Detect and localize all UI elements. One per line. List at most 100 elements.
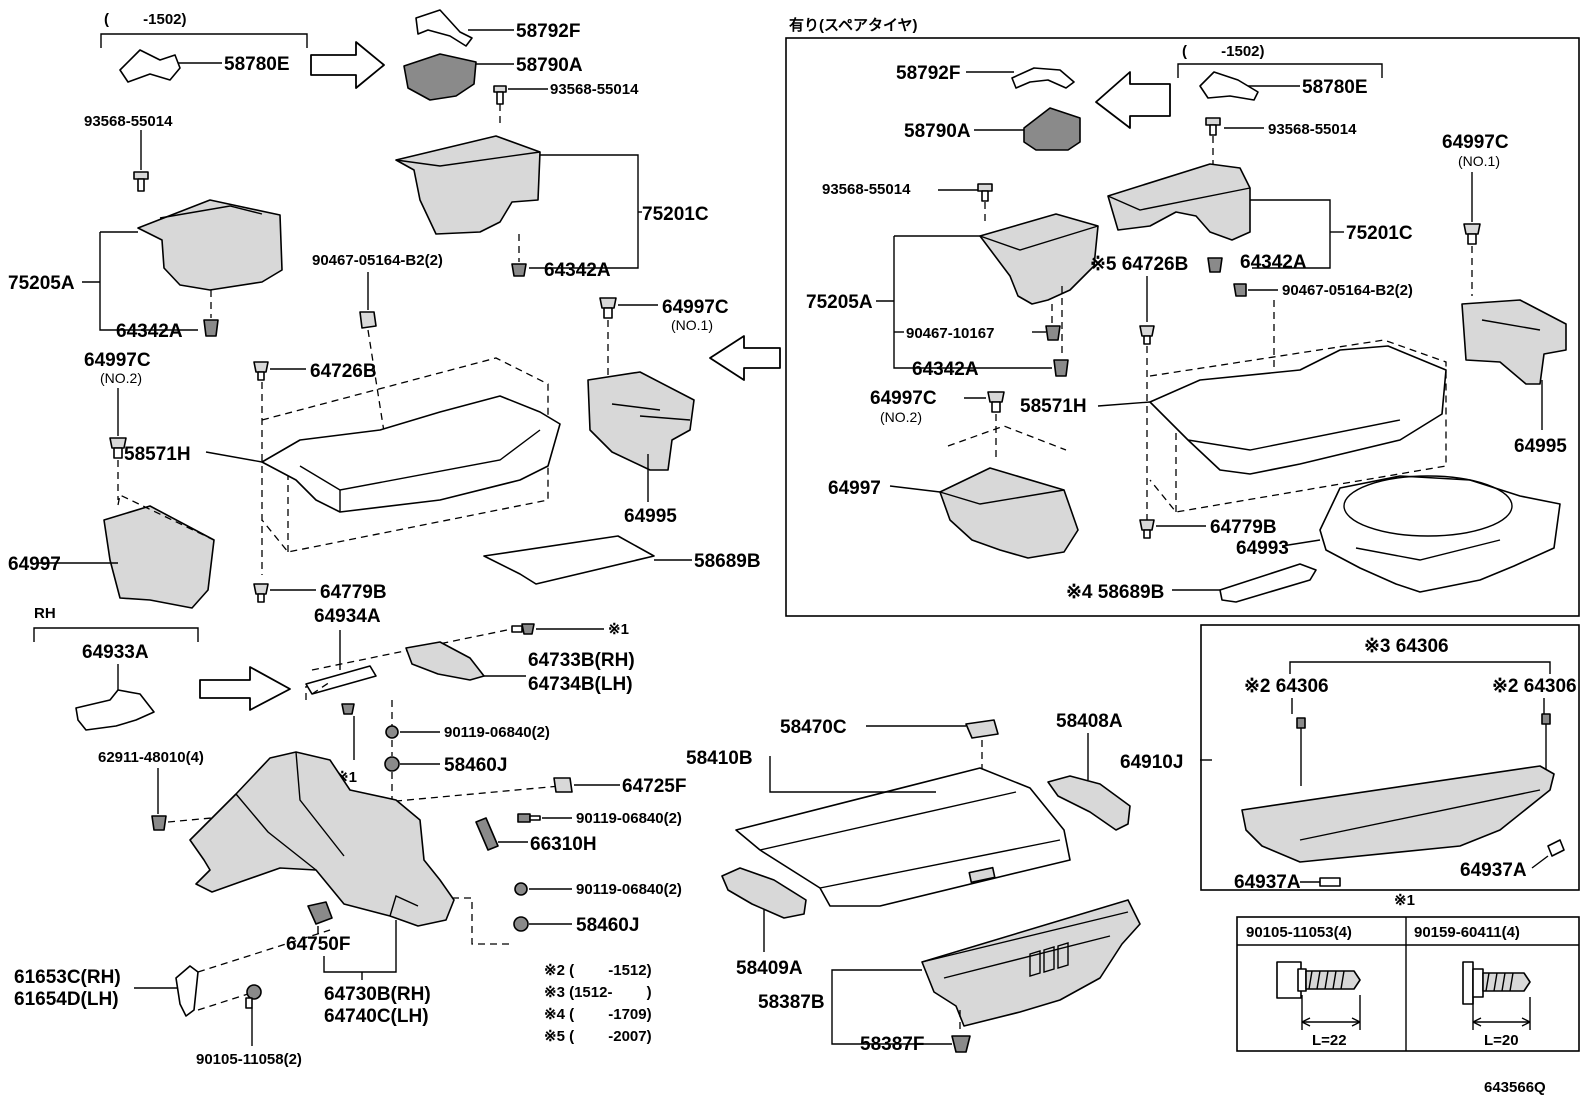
clip-64726B-spare-icon	[1139, 325, 1155, 345]
part-58410B	[735, 767, 1071, 907]
label-93568-left: 93568-55014	[84, 113, 173, 130]
bolt-90159-length: L=20	[1484, 1032, 1519, 1049]
label-64997-spare: 64997	[828, 478, 881, 499]
part-58780E-spare	[1199, 71, 1259, 101]
part-58689B-spare	[1219, 563, 1317, 603]
label-58790A-spare: 58790A	[904, 121, 971, 142]
clip-64937A-left-icon	[1319, 877, 1341, 887]
clip-64725F-icon	[553, 777, 573, 793]
label-64997-left: 64997	[8, 554, 61, 575]
label-58460J-b: 58460J	[576, 915, 639, 936]
label-rh: RH	[34, 605, 56, 622]
cover-frame	[1200, 624, 1580, 891]
clip-90467-spare-icon	[1233, 283, 1247, 297]
clip-62911-icon	[151, 815, 167, 831]
clip-64342A-top-icon	[511, 263, 527, 277]
screw-93568-left-icon	[133, 171, 149, 192]
arrow-right-rh	[199, 666, 291, 711]
part-64993	[1319, 475, 1561, 593]
label-90467-spare: 90467-05164-B2(2)	[1282, 282, 1413, 299]
note-x3: ※3 (1512- )	[544, 984, 652, 1001]
clip-64997C-no2-icon	[109, 437, 127, 459]
label-58571H-left: 58571H	[124, 444, 191, 465]
arrow-left-spare	[1095, 71, 1171, 129]
label-64997C-no2: 64997C	[84, 350, 151, 371]
label-58689B-left: 58689B	[694, 551, 761, 572]
screw-93568-top-icon	[493, 85, 507, 105]
label-64997C-no1: 64997C	[662, 297, 729, 318]
screw-x1-mid-icon	[341, 703, 355, 715]
label-64779B-spare: 64779B	[1210, 517, 1277, 538]
nut-58460J-b-icon	[513, 916, 529, 932]
label-93568-spare-a: 93568-55014	[1268, 121, 1357, 138]
label-58460J-a: 58460J	[444, 755, 507, 776]
label-75205A: 75205A	[8, 273, 75, 294]
label-58571H-spare: 58571H	[1020, 396, 1087, 417]
label-90105: 90105-11058(2)	[196, 1051, 302, 1068]
label-1502: ( -1502)	[104, 11, 187, 28]
label-64997C-no1-spare: 64997C	[1442, 132, 1509, 153]
label-58410B: 58410B	[686, 748, 753, 769]
label-75201C: 75201C	[642, 204, 709, 225]
label-90119-c: 90119-06840(2)	[576, 881, 682, 898]
screw-90119-c-icon	[514, 882, 528, 896]
part-64997-spare	[939, 467, 1079, 559]
part-66310H	[475, 817, 499, 851]
part-64910J	[1241, 765, 1555, 863]
part-58571H-spare	[1149, 345, 1447, 475]
label-90119-a: 90119-06840(2)	[444, 724, 550, 741]
bolt-90159-icon	[1462, 961, 1531, 1030]
part-64733B	[405, 641, 485, 681]
clip-64779B-icon	[253, 583, 269, 603]
part-64995-left	[587, 371, 695, 471]
label-90467-10167: 90467-10167	[906, 325, 994, 342]
label-64934A: 64934A	[314, 606, 381, 627]
clip-58387F-icon	[951, 1035, 971, 1053]
label-64726B-spare: ※5 64726B	[1090, 254, 1188, 275]
part-58792F	[415, 9, 473, 47]
label-no1-spare: (NO.1)	[1458, 153, 1500, 169]
label-64937A-left: 64937A	[1234, 872, 1301, 893]
part-58790A-spare	[1023, 107, 1081, 151]
diagram-id: 643566Q	[1484, 1079, 1546, 1096]
label-64779B: 64779B	[320, 582, 387, 603]
label-64750F: 64750F	[286, 934, 350, 955]
bolt-table-note: ※1	[1394, 892, 1415, 909]
label-90467: 90467-05164-B2(2)	[312, 252, 443, 269]
label-cover-x2-left: ※2 64306	[1244, 676, 1329, 697]
spare-tire-title: 有り(スペアタイヤ)	[789, 16, 918, 34]
label-64910J: 64910J	[1120, 752, 1183, 773]
screw-90119-b-icon	[517, 813, 541, 823]
label-64995-spare: 64995	[1514, 436, 1567, 457]
bolt-90105-length: L=22	[1312, 1032, 1347, 1049]
label-58792F-spare: 58792F	[896, 63, 960, 84]
part-58387B	[921, 899, 1141, 1027]
part-64995-spare	[1461, 299, 1567, 385]
label-66310H: 66310H	[530, 834, 597, 855]
label-58790A: 58790A	[516, 55, 583, 76]
label-64730B: 64730B(RH)	[324, 984, 431, 1005]
bolt-head-90159: 90159-60411(4)	[1414, 924, 1520, 941]
nut-58460J-a-icon	[384, 756, 400, 772]
label-90119-b: 90119-06840(2)	[576, 810, 682, 827]
clip-64937A-right-icon	[1547, 839, 1565, 857]
clip-64726B-icon	[253, 361, 269, 381]
label-64740C: 64740C(LH)	[324, 1006, 429, 1027]
screw-90105-icon	[245, 984, 262, 1009]
label-64342A-top: 64342A	[544, 260, 611, 281]
bolt-table: ※1 90105-11053(4) 90159-60411(4) L=22	[1236, 892, 1580, 1052]
label-64995-left: 64995	[624, 506, 677, 527]
part-58689B-left	[483, 535, 655, 585]
clip-64342A-left-icon	[203, 319, 219, 337]
clip-64997C-no1-icon	[599, 297, 617, 319]
label-cover-x2-right: ※2 64306	[1492, 676, 1577, 697]
part-61653C	[175, 965, 199, 1017]
label-64726B: 64726B	[310, 361, 377, 382]
label-x1-top: ※1	[608, 621, 629, 638]
label-64725F: 64725F	[622, 776, 686, 797]
note-x2: ※2 ( -1512)	[544, 962, 652, 979]
screw-93568-spare-b-icon	[977, 183, 993, 202]
label-64993: 64993	[1236, 538, 1289, 559]
label-58408A: 58408A	[1056, 711, 1123, 732]
label-no2: (NO.2)	[100, 370, 142, 386]
